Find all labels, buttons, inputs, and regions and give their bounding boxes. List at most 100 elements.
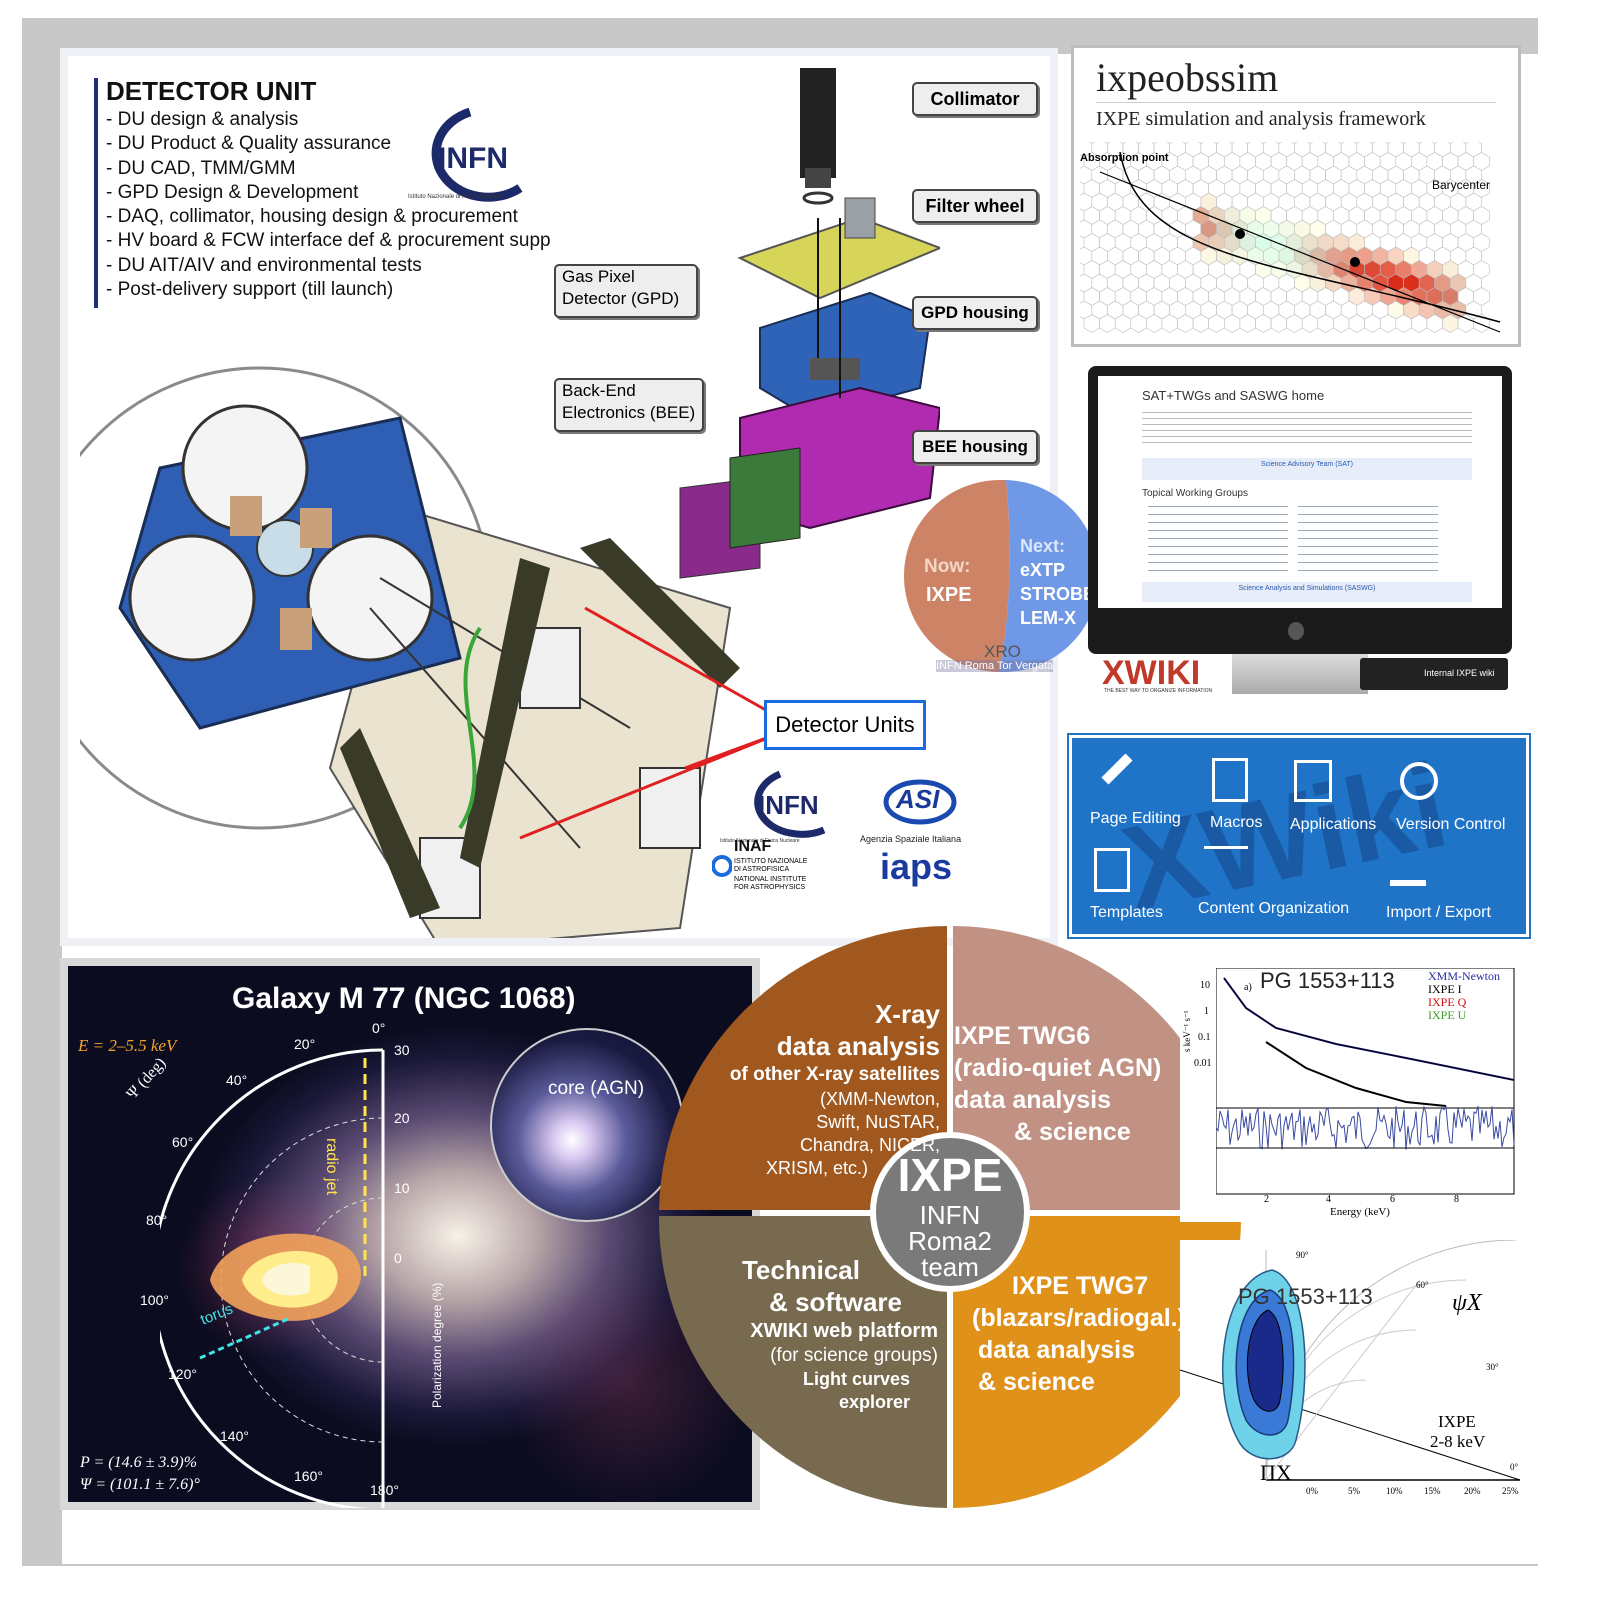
ixpeobssim-subtitle: IXPE simulation and analysis framework (1096, 108, 1426, 130)
gpd-label-line1: Gas Pixel (562, 267, 635, 286)
quadrant-technical (658, 1216, 947, 1508)
wiki-page-title: SAT+TWGs and SASWG home (1142, 388, 1325, 403)
q4-line: & science (978, 1368, 1095, 1396)
polar-contour-panel: PG 1553+113 ψX ΠX IXPE 2-8 keV 90° 60° 3… (1180, 1240, 1524, 1512)
q4-text: IXPE TWG7 (blazars/radiogal.) data analy… (972, 1270, 1186, 1398)
feature-applications[interactable]: Applications (1290, 816, 1377, 833)
inaf-subtitle-4: FOR ASTROPHYSICS (734, 884, 806, 891)
task-item: - GPD Design & Development (106, 181, 359, 203)
infn-logo-text: INFN (438, 142, 508, 175)
angle-tick: 40° (226, 1072, 248, 1088)
task-bar (94, 78, 98, 308)
q2-line: & science (1014, 1118, 1131, 1146)
legend-entry: IXPE I (1428, 982, 1462, 996)
task-item: - HV board & FCW interface def & procure… (106, 230, 551, 252)
pie-slice-now (904, 480, 1010, 672)
legend-entry: IXPE Q (1428, 995, 1467, 1009)
polar-energy-label: 2-8 keV (1430, 1432, 1486, 1451)
barycenter-label: Barycenter (1432, 178, 1491, 192)
angle-tick: 160° (294, 1468, 323, 1484)
pie-slice-next (1000, 480, 1100, 673)
mirror-module-2 (128, 534, 256, 662)
track-curve (1119, 151, 1501, 323)
x-tick: 6 (1390, 1194, 1395, 1205)
m77-panel: Galaxy M 77 (NGC 1068) E = 2–5.5 keV Ψ (… (60, 958, 760, 1510)
bee-label-line1: Back-End (562, 381, 636, 400)
bee-housing-label: BEE housing (912, 430, 1038, 464)
y-tick: 1 (1204, 1006, 1209, 1017)
feature-content-organization[interactable]: Content Organization (1198, 900, 1350, 917)
gpd-label: Gas Pixel Detector (GPD) (554, 264, 698, 318)
angle-tick: 0° (372, 1020, 386, 1036)
hexagon-track-plot (1080, 142, 1501, 333)
quadrant-twg7 (953, 1216, 1242, 1508)
feature-import-export[interactable]: Import / Export (1386, 904, 1491, 921)
task-item: - Post-delivery support (till launch) (106, 279, 394, 301)
x-axis-label: Energy (keV) (1330, 1206, 1390, 1218)
q1-line: data analysis (776, 1031, 940, 1061)
pie-next-item: LEM-X (1020, 608, 1076, 628)
task-item: - DU CAD, TMM/GMM (106, 157, 296, 179)
pie-group-sublabel: INFN Roma Tor Vergata (936, 660, 1054, 672)
infn-logo-top: INFN Istituto Nazionale di Fisica Nuclea… (400, 98, 540, 208)
detector-unit-title: DETECTOR UNIT (106, 76, 317, 106)
internal-wiki-badge: Internal IXPE wiki (1360, 658, 1508, 690)
q1-line: (XMM-Newton, (819, 1089, 940, 1109)
filter-wheel-label: Filter wheel (912, 189, 1038, 223)
feature-macros[interactable]: Macros (1210, 814, 1263, 831)
inaf-logo: INAF ISTITUTO NAZIONALE DI ASTROFISICA N… (710, 836, 860, 896)
polar-radial-tick: 15% (1424, 1486, 1441, 1496)
contour-inner (1246, 1309, 1284, 1412)
wiki-monitor: SAT+TWGs and SASWG home Science Advisory… (1088, 366, 1512, 702)
energy-label: E = 2–5.5 keV (78, 1036, 177, 1055)
infn-logo-arc (431, 107, 523, 202)
q1-text: X-ray data analysis of other X-ray satel… (690, 998, 940, 1180)
center-sub-2: Roma2 (908, 1226, 992, 1256)
angle-tick: 60° (172, 1134, 194, 1150)
apple-logo-icon (1288, 622, 1304, 640)
quadrant-xray-analysis (659, 926, 947, 1210)
polar-ixpe-label: IXPE (1438, 1412, 1476, 1431)
asi-logo: ASI Agenzia Spaziale Italiana (860, 776, 980, 846)
monitor-screen: SAT+TWGs and SASWG home Science Advisory… (1098, 376, 1502, 608)
q3-line: (for science groups) (770, 1345, 938, 1366)
spectrum-lower-series (1265, 1041, 1447, 1107)
core-agn-label: core (AGN) (548, 1078, 645, 1099)
xro-pie-chart (904, 480, 1100, 673)
polar-psi-label: ψX (1452, 1290, 1482, 1316)
task-item: - DU design & analysis (106, 109, 299, 130)
psi-value: Ψ = (101.1 ± 7.6)° (80, 1476, 200, 1493)
polar-angle-tick: 30° (1486, 1362, 1499, 1372)
y-tick: 10 (1200, 980, 1210, 991)
q2-text: IXPE TWG6 (radio-quiet AGN) data analysi… (954, 1020, 1161, 1148)
angle-tick: 120° (168, 1366, 197, 1382)
iaps-logo: iaps (880, 846, 953, 887)
ixpeobssim-panel: ixpeobssim IXPE simulation and analysis … (1071, 45, 1521, 347)
absorption-point-label: Absorption point (1080, 152, 1169, 164)
inaf-subtitle-2: DI ASTROFISICA (734, 866, 790, 873)
q3-text: Technical & software XWIKI web platform … (690, 1254, 938, 1414)
q2-line: (radio-quiet AGN) (954, 1054, 1162, 1082)
y-tick: 0.01 (1194, 1058, 1212, 1069)
task-item: - DU Product & Quality assurance (106, 133, 392, 155)
polar-angle-tick: 0° (1510, 1462, 1519, 1472)
feature-templates[interactable]: Templates (1090, 904, 1163, 921)
feature-version-control[interactable]: Version Control (1396, 816, 1506, 833)
q4-line: IXPE TWG7 (1012, 1272, 1149, 1300)
polar-pi-label: ΠX (1260, 1460, 1292, 1485)
y-tick: 0.1 (1198, 1032, 1211, 1043)
monitor-stand (1232, 654, 1368, 694)
radio-jet-label: radio jet (323, 1138, 340, 1195)
center-sub-1: INFN (919, 1200, 981, 1230)
pol-axis-label: Polarization degree (%) (430, 1282, 444, 1408)
feature-page-editing[interactable]: Page Editing (1090, 810, 1181, 827)
infn-bottom-subtitle: Istituto Nazionale di Fisica Nucleare (720, 838, 800, 844)
exploded-detector-drawing (679, 68, 940, 579)
q1-line: XRISM, etc.) (765, 1158, 868, 1178)
task-item: - DAQ, collimator, housing design & proc… (106, 206, 518, 228)
polar-radial-tick: 10% (1386, 1486, 1403, 1496)
wiki-twg-heading: Topical Working Groups (1142, 488, 1248, 499)
x-tick: 2 (1264, 1194, 1269, 1205)
spectrum-panel: PG 1553+113 a) XMM-Newton IXPE I IXPE Q … (1180, 962, 1520, 1222)
xwiki-tagline: THE BEST WAY TO ORGANIZE INFORMATION (1104, 688, 1213, 694)
